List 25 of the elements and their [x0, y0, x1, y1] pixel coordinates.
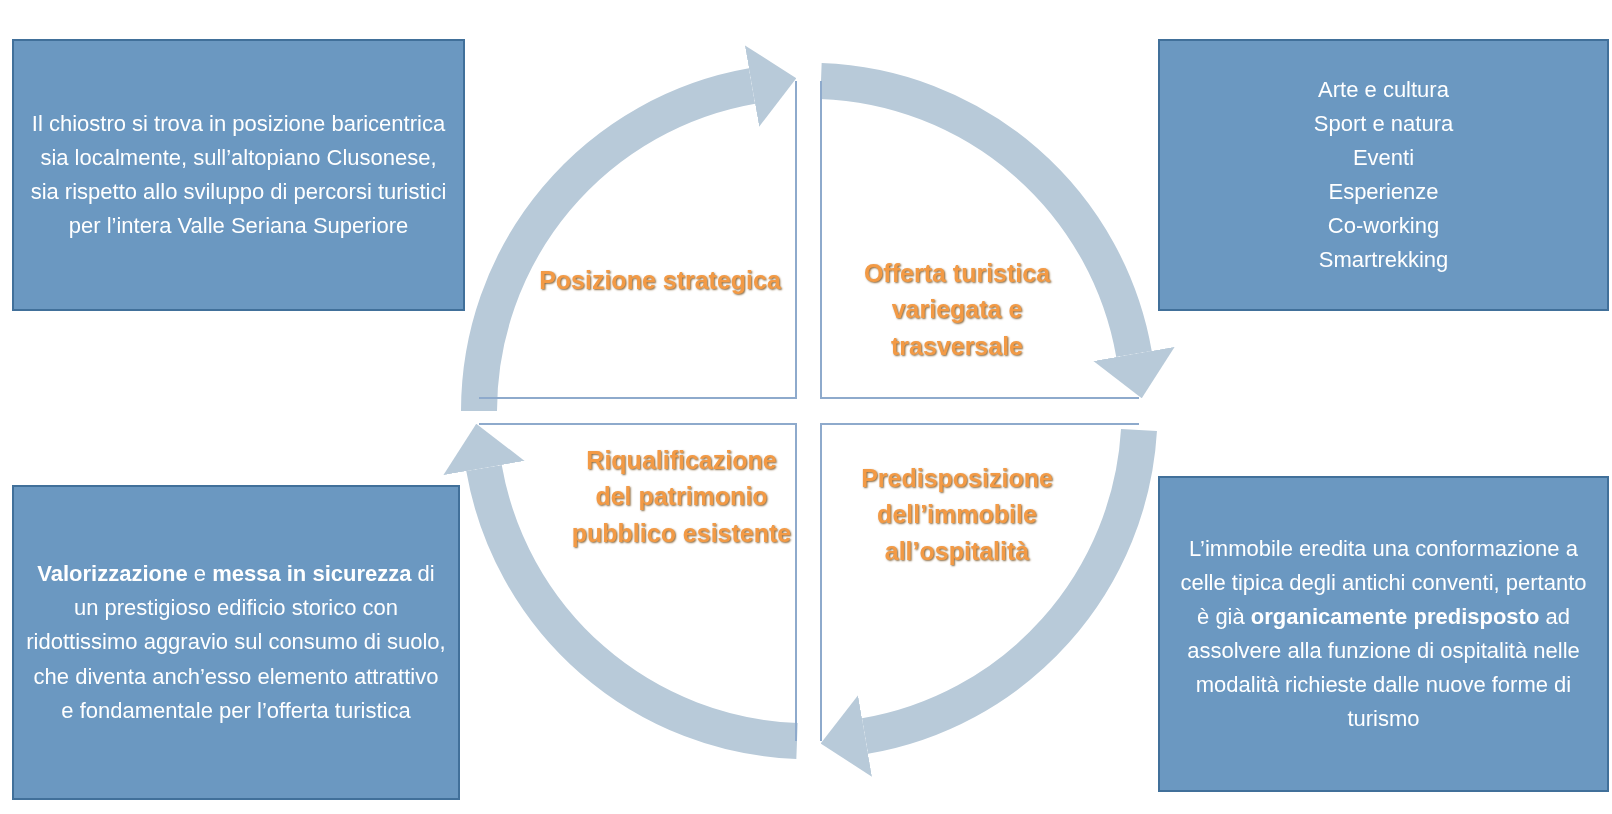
quadrant-panel [479, 423, 797, 741]
list-item: Co-working [1327, 212, 1440, 241]
box-text: Valorizzazione e messa in sicurezza di un prestigioso edificio storico con ridottissimo aggravio sul consumo di suolo, che diventa anch’esso elemento attrattivo e fondamentale per l’offerta turistica [26, 560, 446, 725]
curved-arrow [821, 427, 1157, 777]
list-item: Arte e cultura [1318, 75, 1449, 104]
quadrant-panel [479, 81, 797, 399]
curved-arrow [461, 45, 796, 413]
info-box [1158, 476, 1609, 792]
info-box [12, 485, 460, 800]
list-item: Eventi [1352, 143, 1415, 172]
quadrant-title: Riqualificazione del patrimonio pubblico esistente [570, 445, 793, 549]
list-item: Smartrekking [1318, 246, 1449, 275]
quadrant-title: Offerta turistica variegata e trasversale [862, 258, 1052, 362]
curved-arrow [443, 424, 799, 759]
info-box [1158, 39, 1609, 311]
list-item: Sport e natura [1313, 109, 1454, 138]
curved-arrow [819, 63, 1175, 398]
quadrant-panel [820, 81, 1139, 399]
list-item: Esperienze [1328, 178, 1439, 206]
quadrant-title: Predisposizione dell’immobile all’ospitalità [860, 463, 1054, 567]
quadrant-panel [820, 423, 1139, 741]
box-text: Il chiostro si trova in posizione baricentrica sia localmente, sull’altopiano Clusonese, sia rispetto allo sviluppo di percorsi turistici per l’intera Valle Seriana Superiore [29, 109, 448, 241]
box-text: L’immobile eredita una conformazione a celle tipica degli antichi conventi, pertanto è già organicamente predisposto ad assolvere alla funzione di ospitalità nelle modalità richieste dalle nuove forme di turismo [1179, 534, 1588, 734]
quadrant-title: Posizione strategica [538, 265, 782, 296]
info-box [12, 39, 465, 311]
